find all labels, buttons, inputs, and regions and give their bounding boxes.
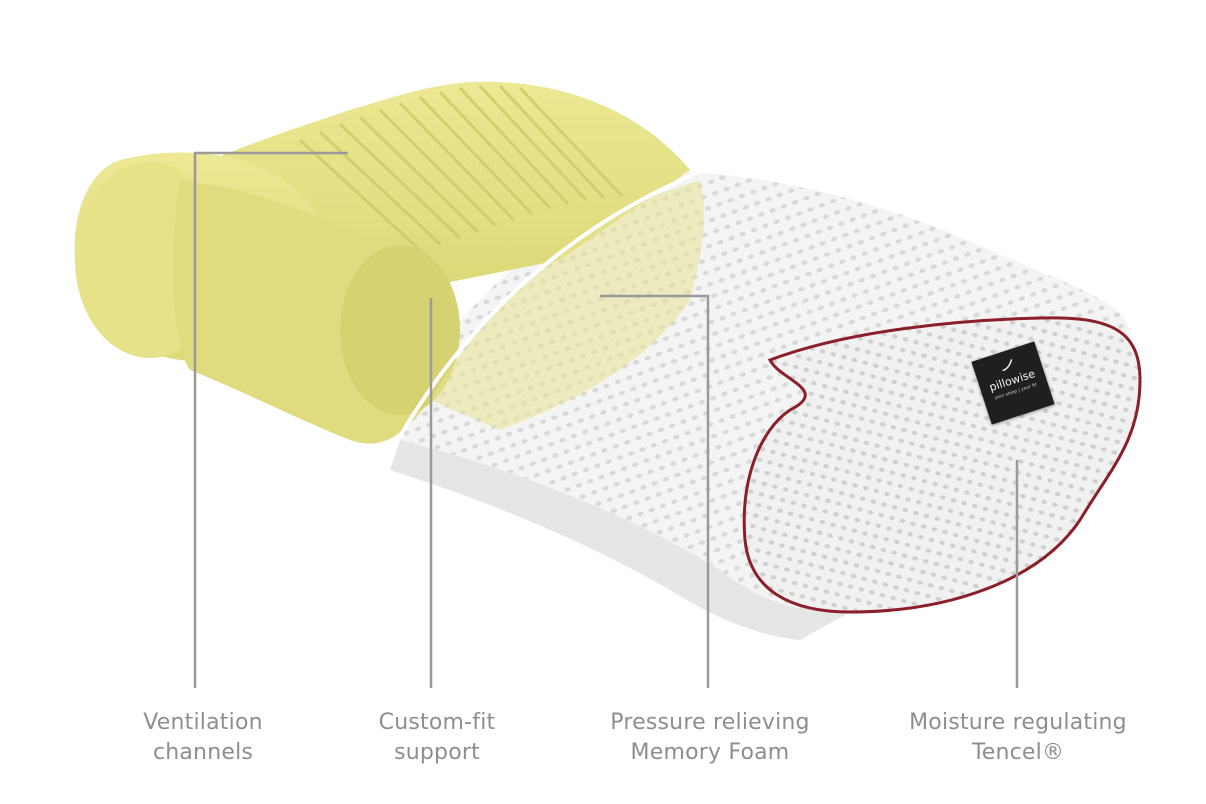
feature-label-line1: Moisture regulating bbox=[909, 710, 1127, 735]
feature-label-line2: Memory Foam bbox=[630, 740, 790, 765]
feature-label-memory-foam: Pressure relieving Memory Foam bbox=[570, 708, 850, 768]
feature-label-line2: Tencel® bbox=[971, 740, 1065, 765]
brand-tag: pillowise your sleep | your fit bbox=[971, 341, 1055, 425]
callout-line-memory-foam bbox=[600, 294, 710, 688]
pillow-end-panel bbox=[742, 316, 1142, 614]
feature-label-support: Custom-fit support bbox=[297, 708, 577, 768]
feature-label-line2: support bbox=[394, 740, 480, 765]
feature-label-ventilation: Ventilation channels bbox=[63, 708, 343, 768]
feature-label-line2: channels bbox=[152, 740, 254, 765]
brand-swoosh-icon bbox=[1002, 359, 1013, 372]
cutaway-edge bbox=[393, 170, 701, 446]
feature-label-line1: Custom-fit bbox=[378, 710, 496, 735]
feature-label-tencel: Moisture regulating Tencel® bbox=[878, 708, 1158, 768]
feature-label-line1: Ventilation bbox=[143, 710, 263, 735]
ventilation-ridges bbox=[298, 84, 624, 252]
feature-label-line1: Pressure relieving bbox=[610, 710, 810, 735]
callout-lines bbox=[193, 151, 1019, 688]
memory-foam-core bbox=[74, 81, 705, 446]
callout-line-ventilation bbox=[193, 151, 348, 688]
pillow-cover-shadow bbox=[390, 440, 850, 640]
